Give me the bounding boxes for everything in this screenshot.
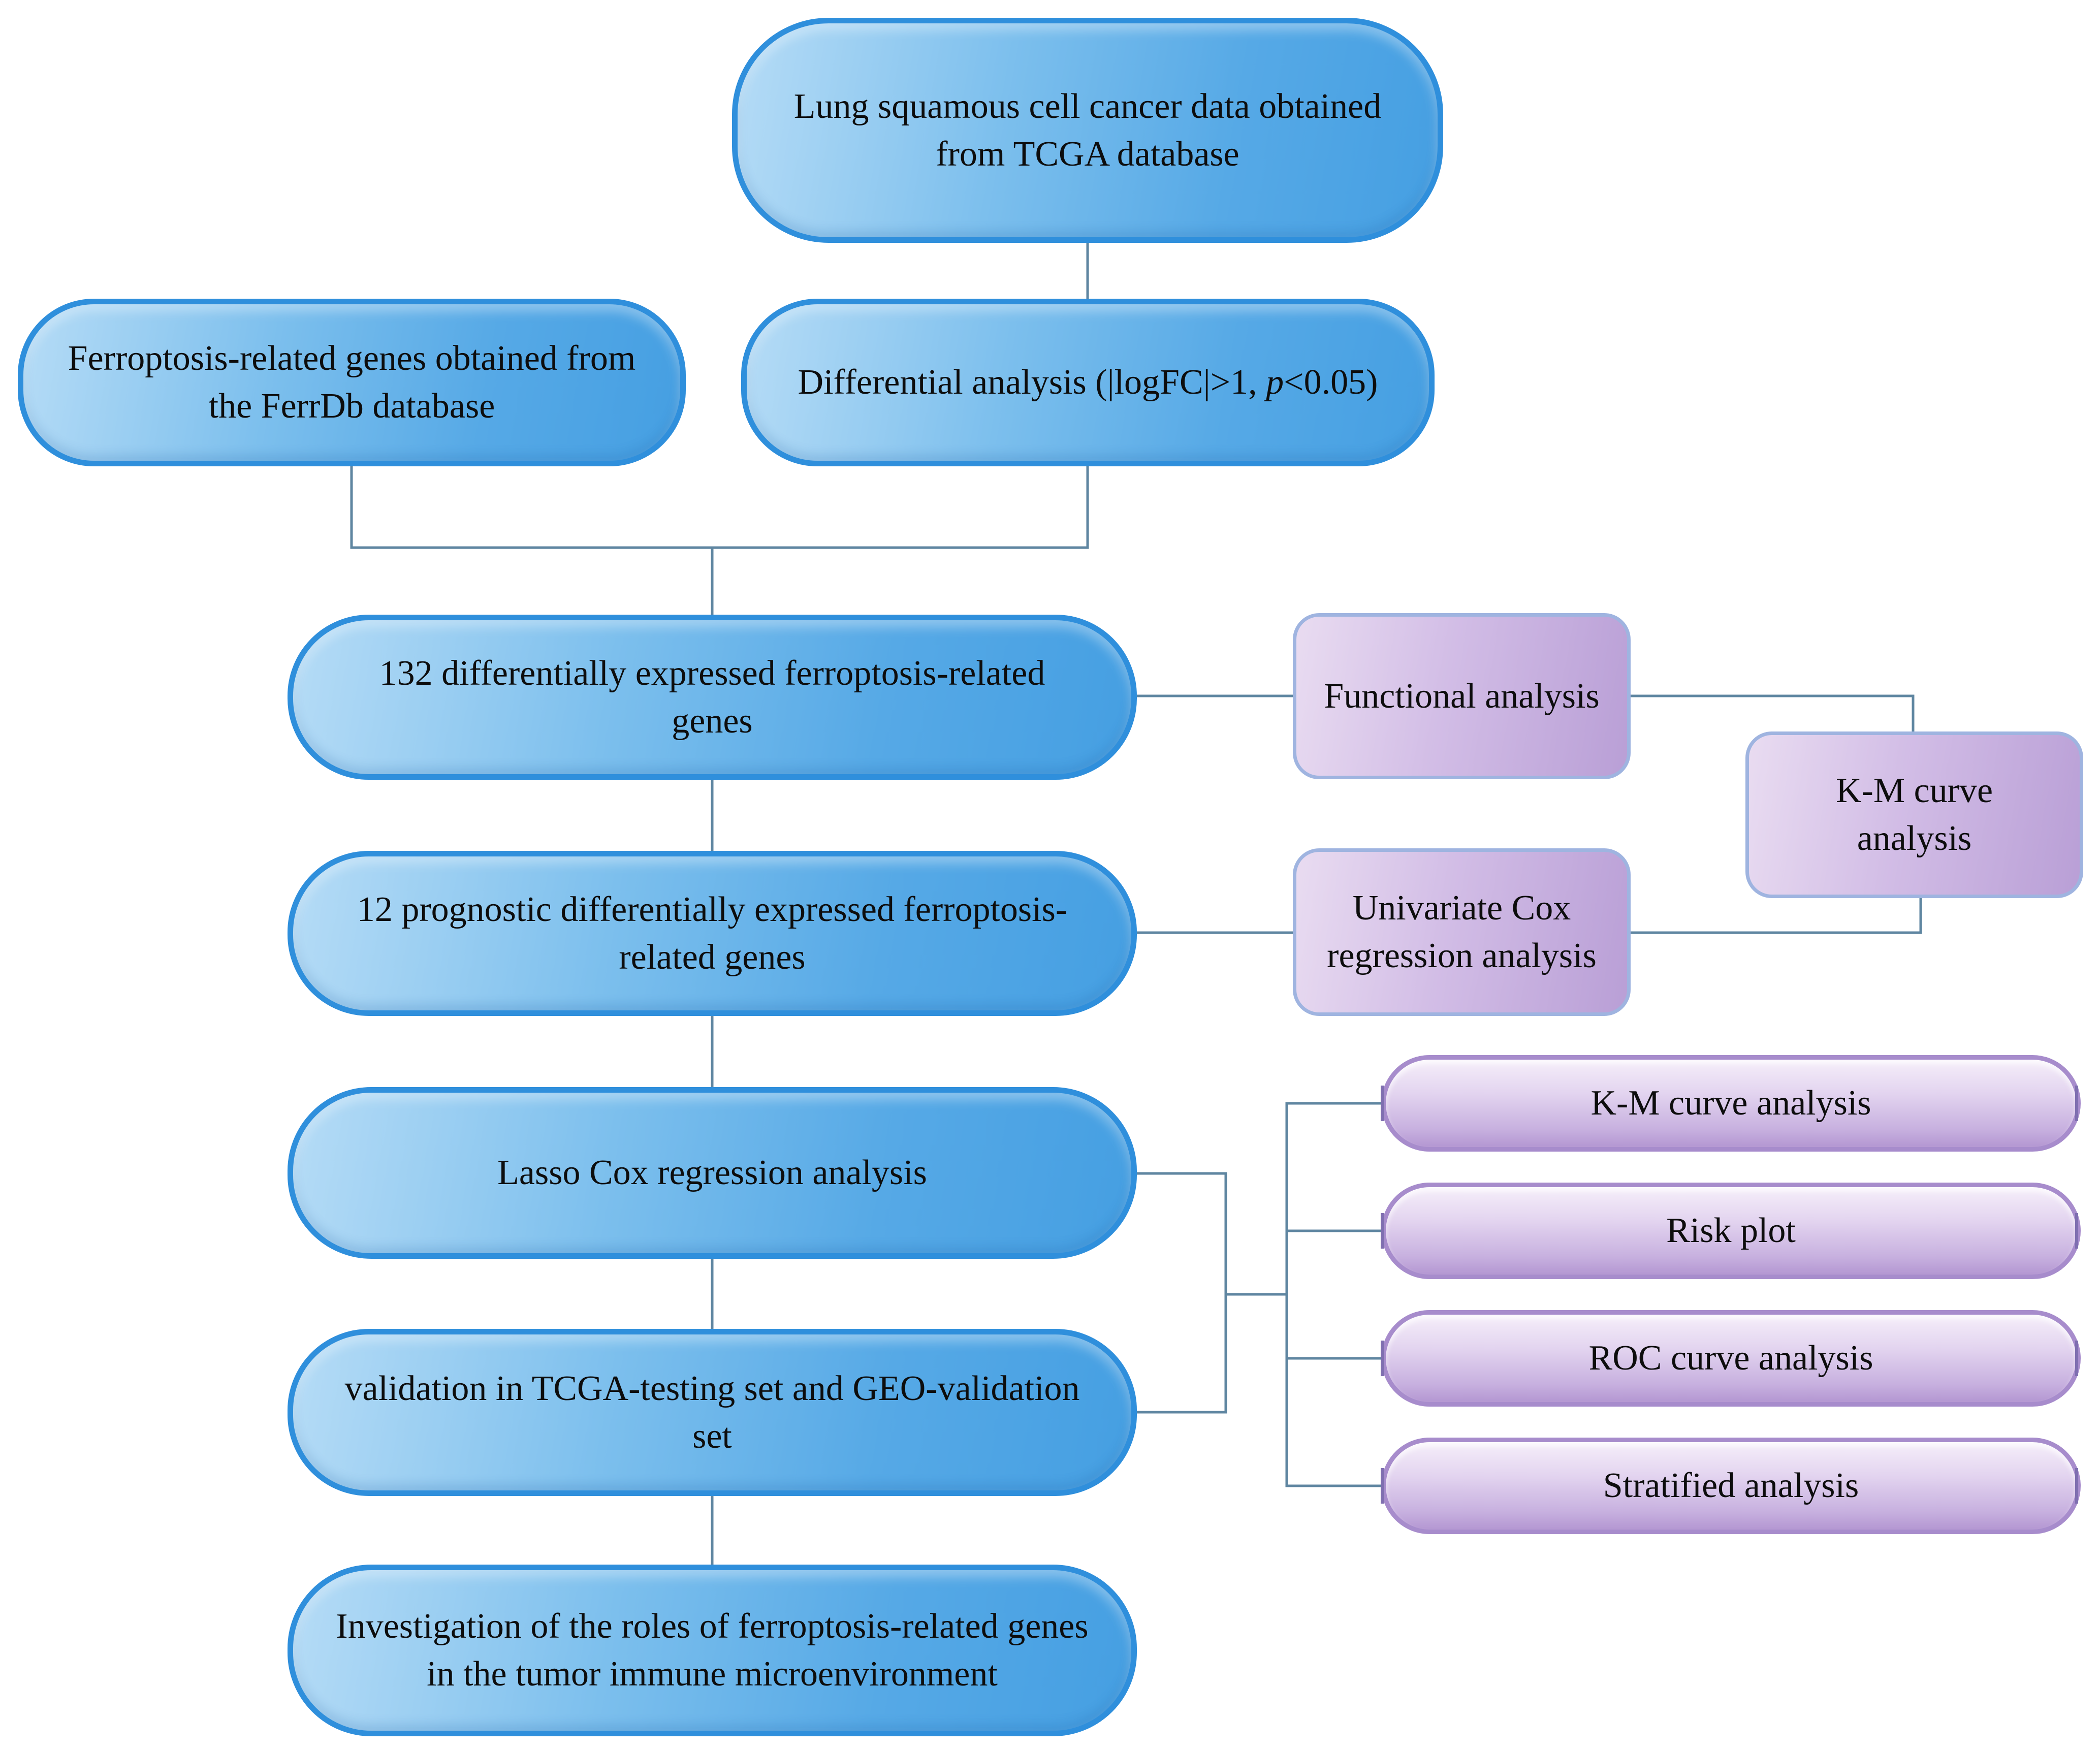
node-tcga-data: Lung squamous cell cancer data obtained …	[732, 18, 1443, 243]
node-immune-investigation: Investigation of the roles of ferroptosi…	[288, 1565, 1137, 1736]
node-functional-analysis-label: Functional analysis	[1324, 676, 1600, 716]
node-differential-analysis-label: Differential analysis (|logFC|>1, p<0.05…	[798, 359, 1378, 406]
pill-cap-right	[2075, 1086, 2084, 1121]
node-validation-label: validation in TCGA-testing set and GEO-v…	[344, 1369, 1080, 1456]
pill-cap-left	[1381, 1086, 1390, 1121]
node-12-prognostic-label: 12 prognostic differentially expressed f…	[357, 889, 1068, 977]
connector-pill-branch	[1285, 1102, 1381, 1487]
diff-text-main: Differential analysis (|logFC|>1,	[798, 363, 1266, 402]
pill-cap-right	[2075, 1341, 2084, 1376]
node-differential-analysis: Differential analysis (|logFC|>1, p<0.05…	[741, 299, 1435, 466]
node-132-genes-label: 132 differentially expressed ferroptosis…	[379, 653, 1045, 741]
pill-cap-right	[2075, 1468, 2084, 1504]
pill-risk-plot-label: Risk plot	[1666, 1211, 1796, 1251]
connector-univariate-to-km	[1631, 898, 1922, 934]
pill-km-curve-label: K-M curve analysis	[1590, 1084, 1871, 1123]
connector-merge	[350, 466, 1089, 549]
node-immune-investigation-label: Investigation of the roles of ferroptosi…	[336, 1607, 1089, 1694]
node-validation: validation in TCGA-testing set and GEO-v…	[288, 1329, 1137, 1496]
node-functional-analysis: Functional analysis	[1293, 613, 1631, 779]
node-univariate-cox-label: Univariate Cox regression analysis	[1327, 888, 1597, 975]
diff-text-p: p	[1266, 363, 1284, 402]
connector-functional-to-km	[1631, 694, 1915, 731]
pill-stratified: Stratified analysis	[1381, 1438, 2081, 1534]
node-ferrdb-genes-label: Ferroptosis-related genes obtained from …	[68, 339, 636, 426]
pill-stratified-label: Stratified analysis	[1603, 1466, 1859, 1506]
node-univariate-cox: Univariate Cox regression analysis	[1293, 848, 1631, 1016]
node-12-prognostic: 12 prognostic differentially expressed f…	[288, 851, 1137, 1016]
connector-lasso-bracket	[1137, 1172, 1227, 1414]
pill-cap-right	[2075, 1213, 2084, 1249]
node-lasso-cox-label: Lasso Cox regression analysis	[497, 1153, 927, 1193]
node-lasso-cox: Lasso Cox regression analysis	[288, 1087, 1137, 1259]
diff-text-tail: <0.05)	[1284, 363, 1378, 402]
node-132-genes: 132 differentially expressed ferroptosis…	[288, 615, 1137, 780]
pill-roc-curve: ROC curve analysis	[1381, 1310, 2081, 1407]
pill-roc-curve-label: ROC curve analysis	[1588, 1339, 1873, 1378]
node-tcga-data-label: Lung squamous cell cancer data obtained …	[793, 86, 1382, 174]
pill-cap-left	[1381, 1468, 1390, 1504]
pill-cap-left	[1381, 1213, 1390, 1249]
pill-cap-left	[1381, 1341, 1390, 1376]
pill-km-curve: K-M curve analysis	[1381, 1055, 2081, 1152]
pill-risk-plot: Risk plot	[1381, 1183, 2081, 1279]
node-km-curve-side: K-M curve analysis	[1745, 731, 2083, 898]
node-ferrdb-genes: Ferroptosis-related genes obtained from …	[18, 299, 686, 466]
node-km-curve-side-label: K-M curve analysis	[1835, 771, 1993, 858]
